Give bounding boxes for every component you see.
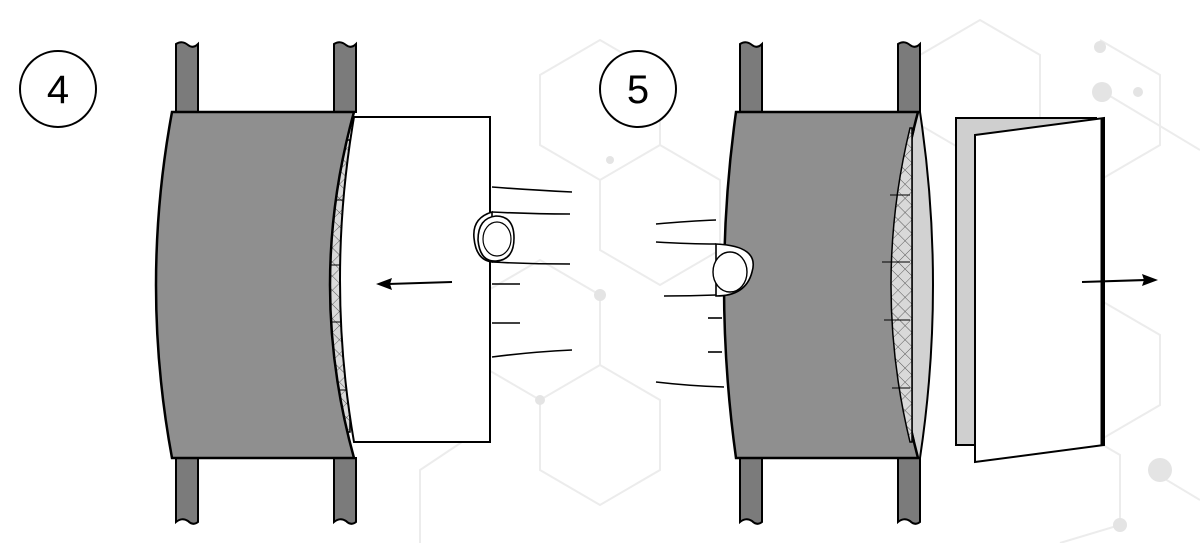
fingertip-5 — [712, 243, 754, 297]
step-5-group: 5 — [599, 41, 1158, 525]
hand-finger-4 — [491, 186, 573, 358]
step-badge-5: 5 — [599, 50, 677, 128]
cartridge-body-4 — [154, 110, 356, 460]
direction-arrow-left — [376, 278, 453, 290]
step-badge-4: 4 — [19, 50, 97, 128]
pipe-bottom-left — [175, 457, 199, 525]
pipe-top-left-5 — [739, 41, 763, 113]
direction-arrow-right — [1081, 274, 1158, 286]
pipe-bottom-right — [333, 457, 357, 525]
pipe-top-right — [333, 41, 357, 113]
fingertip-4 — [473, 210, 515, 263]
step-number-4: 4 — [47, 68, 69, 112]
step-4-group: 4 — [19, 41, 573, 525]
pipe-bottom-left-5 — [739, 457, 763, 525]
liner-5 — [909, 111, 934, 459]
booklet-5 — [955, 116, 1105, 464]
insert-panel-4 — [339, 116, 491, 443]
pipe-top-right-5 — [897, 41, 921, 113]
cartridge-body-5 — [722, 110, 920, 460]
step-number-5: 5 — [627, 68, 649, 112]
pipe-top-left — [175, 41, 199, 113]
pipe-bottom-right-5 — [897, 457, 921, 525]
hand-finger-5 — [655, 219, 725, 388]
